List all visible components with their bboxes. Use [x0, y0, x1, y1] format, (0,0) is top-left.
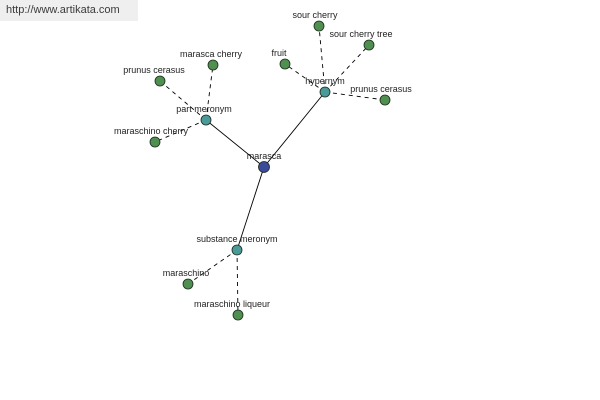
leaf-node-maraschino[interactable]: [182, 278, 194, 290]
center-node-label: marasca: [247, 151, 282, 161]
relation-label-hypernym: hypernym: [305, 76, 345, 86]
watermark-url: http://www.artikata.com: [0, 0, 138, 21]
edge-hypernym-leaf-0: [318, 25, 326, 93]
leaf-node-marasca-cherry[interactable]: [207, 59, 219, 71]
leaf-label-sour-cherry-tree: sour cherry tree: [329, 29, 392, 39]
edge-hypernym-leaf-1: [324, 44, 370, 93]
edge-hypernym-leaf-2: [284, 63, 326, 93]
center-node[interactable]: [258, 161, 270, 173]
leaf-node-sour-cherry-tree[interactable]: [363, 39, 375, 51]
relation-node-hypernym[interactable]: [319, 86, 331, 98]
edge-part-meronym-leaf-0: [159, 80, 207, 121]
leaf-node-prunus-cerasus-2[interactable]: [379, 94, 391, 106]
leaf-label-sour-cherry: sour cherry: [292, 10, 338, 20]
leaf-label-maraschino-cherry: maraschino cherry: [114, 126, 189, 136]
leaf-node-prunus-cerasus[interactable]: [154, 75, 166, 87]
relation-node-substance-meronym[interactable]: [231, 244, 243, 256]
leaf-label-marasca-cherry: marasca cherry: [180, 49, 243, 59]
edge-hypernym-leaf-3: [324, 91, 386, 101]
leaf-label-maraschino-liqueur: maraschino liqueur: [194, 299, 270, 309]
edge-center-substance-meronym: [236, 166, 265, 251]
edge-substance-meronym-leaf-1: [236, 249, 239, 316]
relation-label-part-meronym: part meronym: [176, 104, 232, 114]
leaf-node-sour-cherry[interactable]: [313, 20, 325, 32]
edge-center-part-meronym: [205, 119, 265, 168]
leaf-label-fruit: fruit: [271, 48, 287, 58]
leaf-node-fruit[interactable]: [279, 58, 291, 70]
edge-substance-meronym-leaf-0: [187, 249, 238, 285]
leaf-label-prunus-cerasus: prunus cerasus: [123, 65, 185, 75]
leaf-node-maraschino-cherry[interactable]: [149, 136, 161, 148]
edge-center-hypernym: [263, 91, 326, 168]
leaf-node-maraschino-liqueur[interactable]: [232, 309, 244, 321]
edge-part-meronym-leaf-1: [205, 64, 214, 121]
edge-part-meronym-leaf-2: [154, 119, 207, 143]
relation-label-substance-meronym: substance meronym: [196, 234, 277, 244]
leaf-label-prunus-cerasus-2: prunus cerasus: [350, 84, 412, 94]
leaf-label-maraschino: maraschino: [163, 268, 210, 278]
relation-node-part-meronym[interactable]: [200, 114, 212, 126]
